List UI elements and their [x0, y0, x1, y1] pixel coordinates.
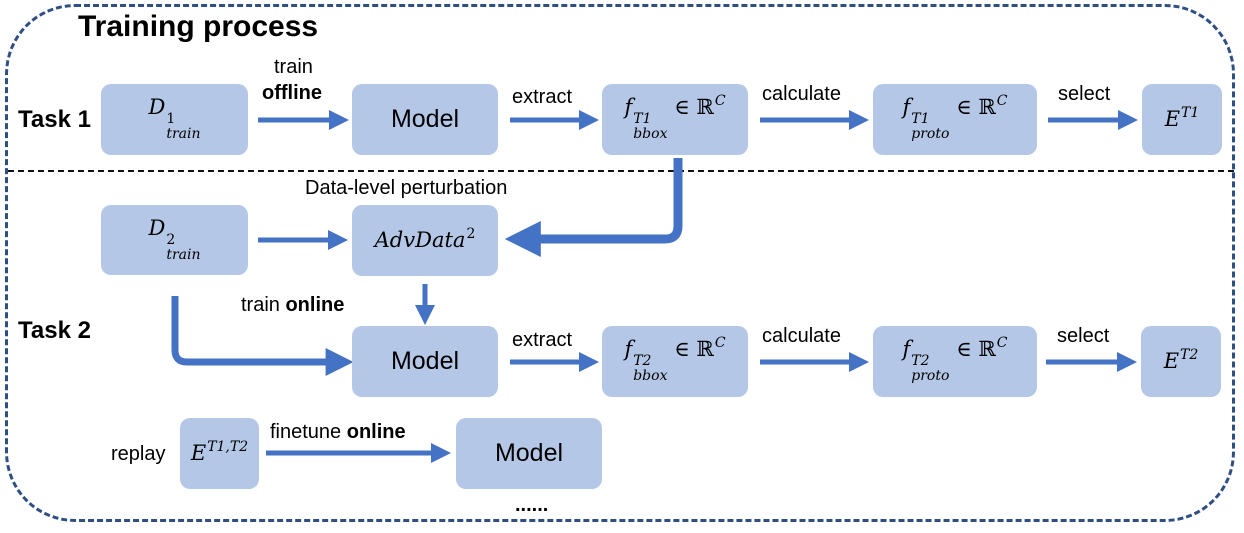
label-replay: replay — [111, 443, 166, 465]
label-extract-t2: extract — [512, 329, 573, 351]
label-select-t1: select — [1058, 83, 1111, 105]
arrow-d2-to-model — [171, 296, 354, 376]
label-perturbation: Data-level perturbation — [305, 177, 508, 199]
label-train-online: train online — [241, 294, 345, 316]
e-t1t2-box: ET1,T2 — [180, 418, 259, 489]
model-box-task2: Model — [352, 326, 498, 397]
label-offline: offline — [262, 82, 322, 104]
model-box-task1: Model — [352, 84, 498, 155]
task-1-label: Task 1 — [18, 106, 91, 133]
label-select-t2: select — [1057, 325, 1110, 347]
label-calculate-t2: calculate — [762, 325, 841, 347]
label-finetune-online: finetune online — [270, 421, 406, 443]
arrow-fbbox-to-advdata — [504, 158, 683, 257]
label-calculate-t1: calculate — [762, 83, 841, 105]
label-ellipsis: ...... — [515, 494, 549, 516]
diagram-title: Training process — [78, 10, 319, 43]
task-divider — [8, 170, 1234, 172]
label-train: train — [274, 56, 313, 78]
advdata-box: AdvData2 — [352, 205, 498, 276]
task-2-label: Task 2 — [18, 317, 91, 344]
label-extract-t1: extract — [512, 86, 573, 108]
model-box-finetune: Model — [456, 418, 602, 489]
e-t1-box: ET1 — [1142, 84, 1222, 155]
training-process-frame — [5, 4, 1235, 522]
e-t2-box: ET2 — [1141, 326, 1221, 397]
